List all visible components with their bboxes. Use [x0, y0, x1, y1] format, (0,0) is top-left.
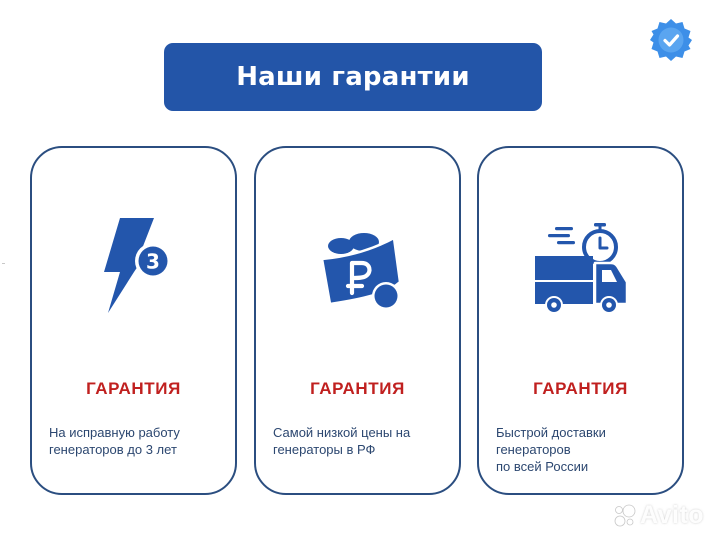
card-description-line: На исправную работу — [49, 425, 180, 440]
page-title: Наши гарантии — [236, 62, 470, 92]
card-heading: ГАРАНТИЯ — [310, 379, 405, 398]
title-banner: Наши гарантии — [164, 43, 542, 111]
guarantee-card-warranty: 3 ГАРАНТИЯ На исправную работу генератор… — [30, 146, 237, 495]
ruble-wallet-icon — [320, 233, 401, 310]
card-description-line: Быстрой доставки — [496, 425, 606, 440]
card-description-line: генераторов — [496, 442, 571, 457]
avito-logo-icon — [614, 504, 636, 527]
fast-delivery-truck-icon — [534, 223, 628, 314]
card-description-line: генераторов до 3 лет — [49, 442, 177, 457]
guarantee-card-lowest-price: ГАРАНТИЯ Самой низкой цены на генераторы… — [254, 146, 461, 495]
card-description: Самой низкой цены на генераторы в РФ — [273, 424, 449, 458]
guarantee-card-fast-delivery: ГАРАНТИЯ Быстрой доставки генераторов по… — [477, 146, 684, 495]
stray-artifact — [2, 263, 5, 264]
avito-watermark: Avito — [612, 500, 704, 530]
card-description: На исправную работу генераторов до 3 лет — [49, 424, 225, 458]
svg-text:3: 3 — [146, 250, 160, 274]
card-heading: ГАРАНТИЯ — [533, 379, 628, 398]
card-description: Быстрой доставки генераторов по всей Рос… — [496, 424, 672, 475]
avito-watermark-text: Avito — [640, 500, 705, 529]
card-description-line: Самой низкой цены на — [273, 425, 411, 440]
card-description-line: по всей России — [496, 459, 589, 474]
card-heading: ГАРАНТИЯ — [86, 379, 181, 398]
verified-check-icon — [650, 19, 692, 61]
card-description-line: генераторы в РФ — [273, 442, 376, 457]
lightning-3-years-icon: 3 — [103, 218, 171, 313]
